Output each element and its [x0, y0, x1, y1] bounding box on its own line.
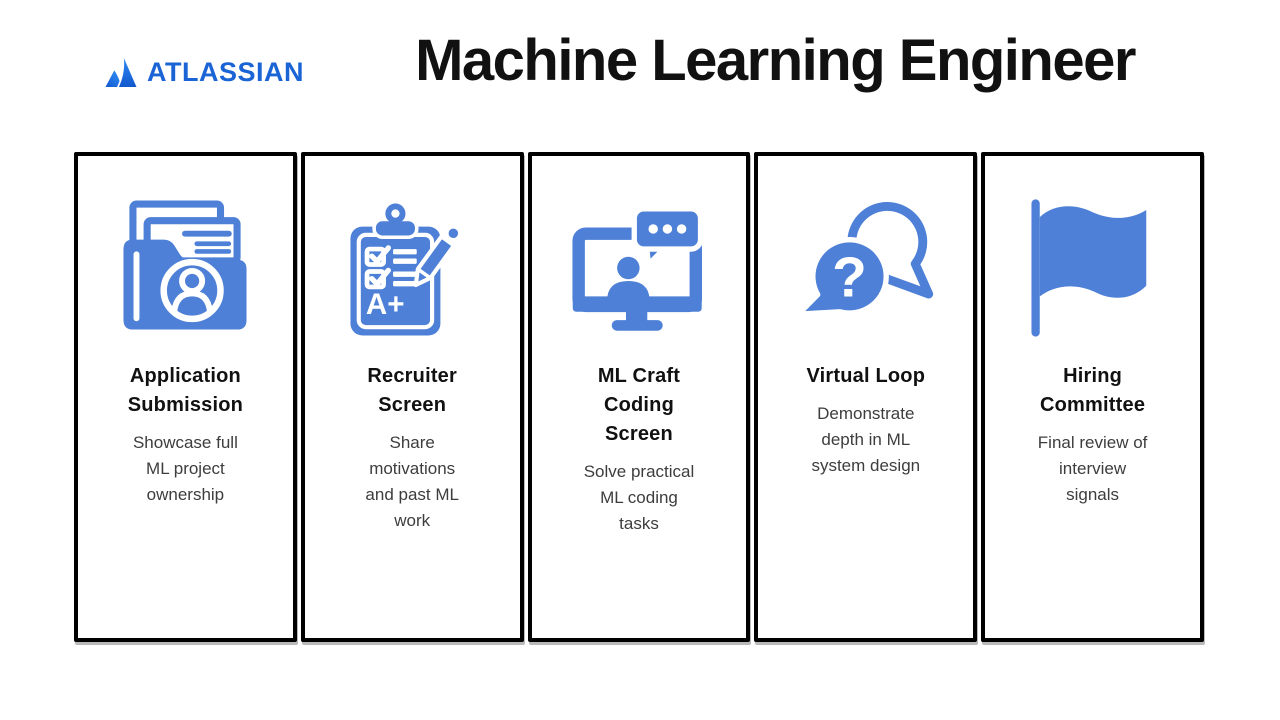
folder-profile-icon	[110, 196, 260, 340]
monitor-chat-icon	[564, 196, 714, 340]
card-virtual-loop: ? Virtual Loop Demonstrate depth in ML s…	[754, 152, 978, 642]
card-description: Solve practical ML coding tasks	[583, 462, 695, 533]
card-hiring-committee: Hiring Committee Final review of intervi…	[981, 152, 1204, 642]
card-title: Recruiter Screen	[367, 365, 457, 416]
question-bubbles-icon: ?	[791, 196, 941, 340]
flag-icon	[1018, 196, 1168, 340]
card-description: Demonstrate depth in ML system design	[811, 404, 921, 475]
card-description: Final review of interview signals	[1037, 433, 1148, 504]
atlassian-logo: ATLASSIAN	[104, 54, 304, 90]
card-title: ML Craft Coding Screen	[597, 365, 681, 445]
process-cards: Application Submission Showcase full ML …	[74, 152, 1204, 642]
card-title: Application Submission	[127, 365, 244, 416]
card-description: Showcase full ML project ownership	[132, 433, 238, 504]
atlassian-wordmark: ATLASSIAN	[147, 56, 304, 87]
header: ATLASSIAN Machine Learning Engineer	[0, 0, 1280, 150]
svg-text:?: ?	[832, 246, 867, 309]
card-title: Hiring Committee	[1040, 365, 1146, 416]
svg-text:A+: A+	[366, 288, 405, 321]
clipboard-checklist-icon: A+	[337, 196, 487, 340]
card-recruiter-screen: A+ Recruiter Screen Share motivations an…	[300, 152, 524, 642]
page-title: Machine Learning Engineer	[415, 28, 1136, 93]
card-description: Share motivations and past ML work	[365, 433, 459, 530]
card-title: Virtual Loop	[806, 365, 926, 387]
card-application-submission: Application Submission Showcase full ML …	[74, 152, 297, 642]
card-ml-craft-coding-screen: ML Craft Coding Screen Solve practical M…	[527, 152, 751, 642]
atlassian-mark-icon	[104, 57, 138, 88]
